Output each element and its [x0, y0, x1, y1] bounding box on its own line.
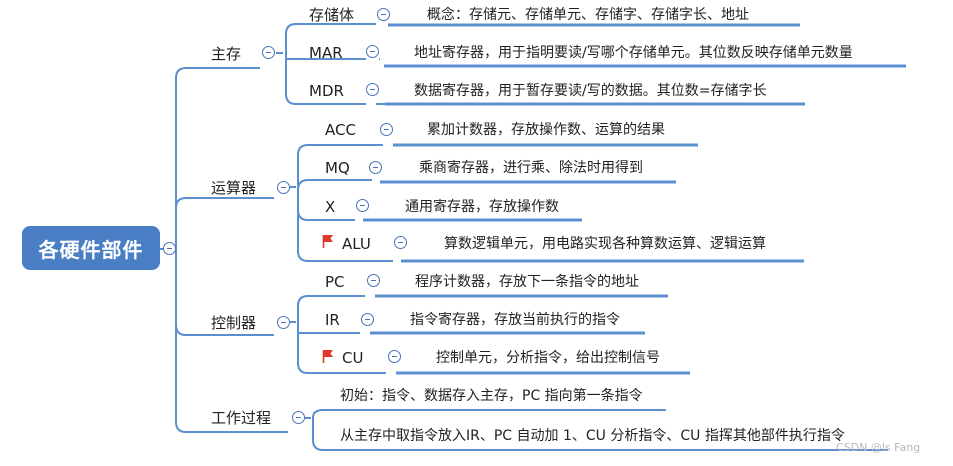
collapse-icon[interactable]	[394, 236, 407, 249]
item-storage-body[interactable]: 存储体	[309, 6, 355, 24]
collapse-icon[interactable]	[262, 46, 275, 59]
item-alu[interactable]: ALU	[342, 235, 371, 253]
edge-root-alu	[175, 197, 274, 249]
collapse-icon[interactable]	[377, 8, 390, 21]
collapse-icon[interactable]	[367, 274, 380, 287]
collapse-icon[interactable]	[292, 411, 305, 424]
collapse-icon[interactable]	[277, 181, 290, 194]
desc-alu: 算数逻辑单元，用电路实现各种算数运算、逻辑运算	[444, 236, 766, 252]
branch-main-memory[interactable]: 主存	[211, 45, 242, 63]
process-step-cycle: 从主存中取指令放入IR、PC 自动加 1、CU 分析指令、CU 指挥其他部件执行…	[340, 428, 845, 444]
collapse-icon[interactable]	[356, 199, 369, 212]
desc-pc: 程序计数器，存放下一条指令的地址	[415, 274, 639, 290]
branch-control-unit[interactable]: 控制器	[211, 314, 257, 332]
desc-acc: 累加计数器，存放操作数、运算的结果	[427, 122, 665, 138]
branch-work-process[interactable]: 工作过程	[211, 409, 272, 427]
collapse-icon[interactable]	[277, 316, 290, 329]
desc-mar: 地址寄存器，用于指明要读/写哪个存储单元。其位数反映存储单元数量	[414, 45, 853, 61]
collapse-icon[interactable]	[369, 161, 382, 174]
collapse-icon[interactable]	[366, 83, 379, 96]
collapse-icon[interactable]	[388, 350, 401, 363]
item-x[interactable]: X	[325, 198, 336, 216]
edge-process-step-1	[312, 418, 888, 451]
root-label: 各硬件部件	[38, 237, 144, 262]
edge-main-item-2	[285, 53, 366, 105]
item-mar[interactable]: MAR	[309, 44, 343, 62]
desc-mdr: 数据寄存器，用于暂存要读/写的数据。其位数=存储字长	[414, 83, 767, 99]
item-pc[interactable]: PC	[325, 273, 345, 291]
desc-x: 通用寄存器，存放操作数	[405, 199, 559, 215]
item-cu[interactable]: CU	[342, 349, 364, 367]
branch-alu[interactable]: 运算器	[211, 179, 257, 197]
desc-storage-body: 概念：存储元、存储单元、存储字、存储字长、地址	[427, 7, 749, 23]
desc-cu: 控制单元，分析指令，给出控制信号	[436, 350, 660, 366]
item-mdr[interactable]: MDR	[309, 82, 344, 100]
edge-root-main	[175, 67, 260, 249]
edge-ctrl-item-2	[297, 322, 386, 374]
root-node[interactable]: 各硬件部件	[22, 226, 160, 270]
desc-mq: 乘商寄存器，进行乘、除法时用得到	[419, 160, 643, 176]
edge-ctrl-item-0	[297, 295, 365, 322]
edge-main-item-0	[285, 23, 376, 53]
flag-icon	[322, 235, 333, 248]
edge-alu-item-0	[297, 144, 383, 187]
item-mq[interactable]: MQ	[325, 159, 350, 177]
item-acc[interactable]: ACC	[325, 121, 356, 139]
process-step-initial: 初始：指令、数据存入主存，PC 指向第一条指令	[340, 388, 643, 404]
edge-alu-item-1	[297, 179, 372, 191]
watermark: CSDN @ls Fang	[836, 441, 921, 454]
edge-alu-item-3	[297, 187, 393, 262]
flag-icon	[322, 350, 333, 363]
collapse-icon[interactable]	[366, 45, 379, 58]
edge-root-process	[175, 249, 288, 433]
edge-process-step-0	[312, 409, 666, 419]
collapse-icon[interactable]	[163, 242, 176, 255]
desc-ir: 指令寄存器，存放当前执行的指令	[410, 312, 620, 328]
collapse-icon[interactable]	[380, 123, 393, 136]
item-ir[interactable]: IR	[325, 311, 340, 329]
collapse-icon[interactable]	[361, 313, 374, 326]
